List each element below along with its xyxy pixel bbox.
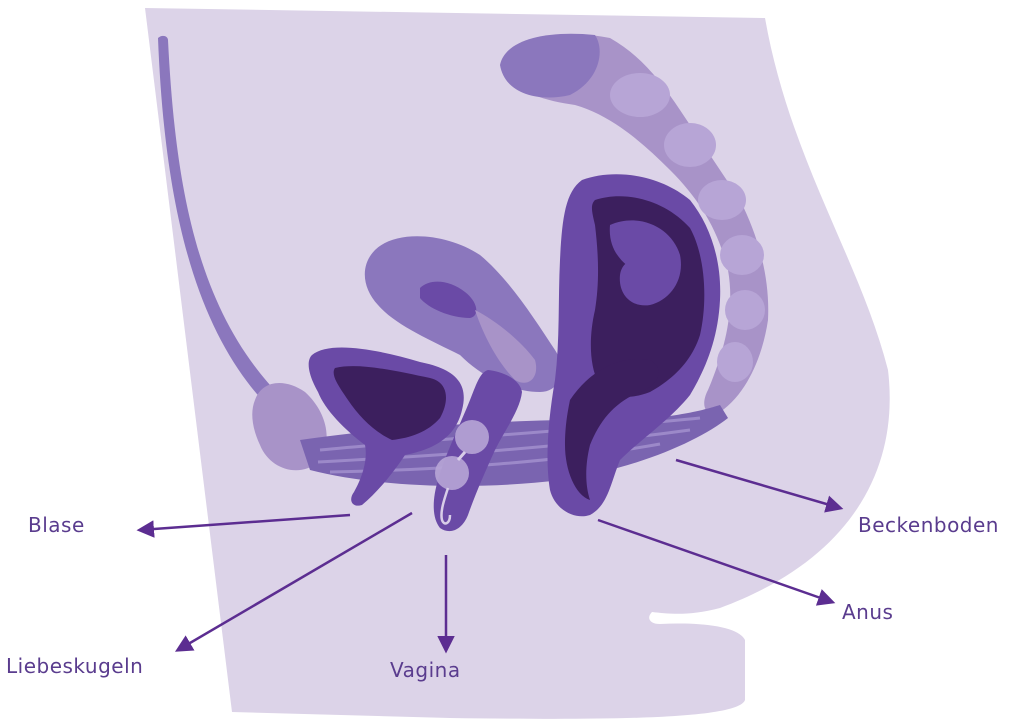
- label-anus: Anus: [842, 600, 893, 624]
- label-beckenboden: Beckenboden: [858, 513, 999, 537]
- label-blase: Blase: [28, 513, 85, 537]
- label-liebeskugeln: Liebeskugeln: [6, 654, 143, 678]
- label-vagina: Vagina: [390, 658, 461, 682]
